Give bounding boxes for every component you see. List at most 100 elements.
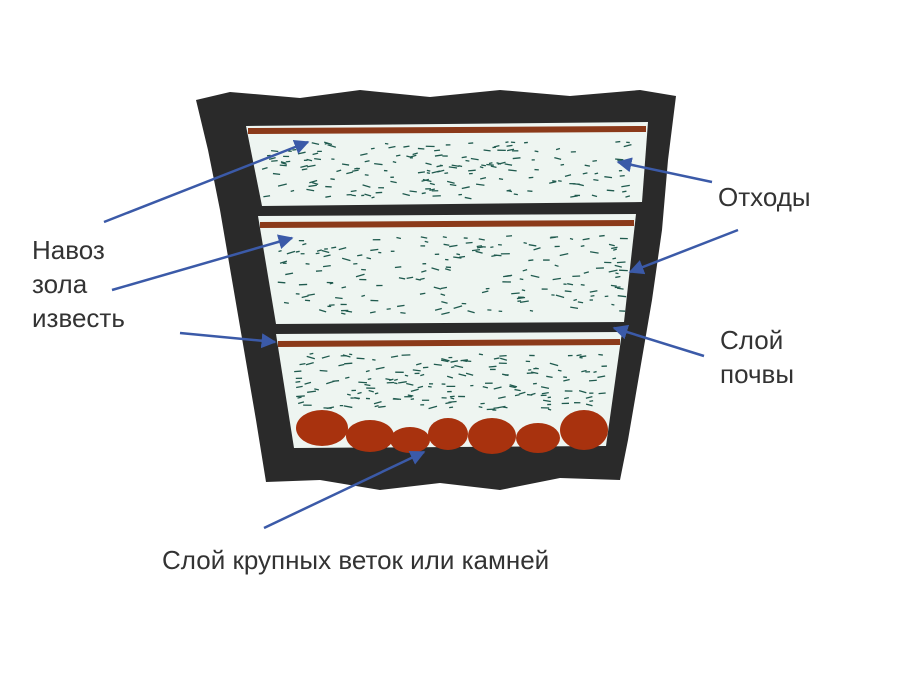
waste-speck <box>320 371 328 372</box>
waste-speck <box>524 243 527 244</box>
waste-speck <box>578 302 583 303</box>
waste-speck <box>418 148 424 149</box>
waste-speck <box>615 142 620 143</box>
waste-speck <box>302 169 307 170</box>
waste-speck <box>581 246 585 247</box>
waste-speck <box>490 247 493 248</box>
soil-text-line2: почвы <box>720 358 794 392</box>
waste-speck <box>351 191 357 192</box>
waste-speck <box>527 395 532 396</box>
waste-speck <box>427 173 430 174</box>
waste-speck <box>484 150 491 151</box>
waste-speck <box>598 355 602 356</box>
waste-speck <box>577 355 582 356</box>
waste-speck <box>286 161 290 162</box>
waste-speck <box>354 168 357 169</box>
waste-speck <box>418 172 425 173</box>
waste-speck <box>280 165 287 166</box>
waste-speck <box>291 190 294 191</box>
waste-speck <box>563 377 567 378</box>
waste-speck <box>570 238 573 239</box>
waste-speck <box>451 398 455 399</box>
waste-speck <box>330 283 334 284</box>
waste-speck <box>420 293 425 294</box>
stone <box>390 427 430 453</box>
waste-speck <box>565 291 572 292</box>
manure-text: Навоз <box>32 234 125 268</box>
waste-speck <box>615 159 623 160</box>
waste-speck <box>284 302 289 303</box>
waste-speck <box>595 173 598 174</box>
waste-speck <box>466 242 473 243</box>
waste-speck <box>344 363 352 364</box>
waste-speck <box>420 278 424 279</box>
stone <box>296 410 348 446</box>
waste-speck <box>581 285 585 286</box>
waste-speck <box>530 311 533 312</box>
lime-text: известь <box>32 302 125 336</box>
waste-speck <box>393 399 401 400</box>
waste-speck <box>507 190 511 191</box>
waste-speck <box>589 401 593 402</box>
brown-line-middle <box>260 223 634 225</box>
waste-speck <box>331 247 336 248</box>
waste-speck <box>330 179 334 180</box>
branches-stones-label: Слой крупных веток или камней <box>162 544 549 578</box>
stone <box>428 418 468 450</box>
waste-speck <box>505 142 508 143</box>
waste-speck <box>310 353 314 354</box>
waste-speck <box>580 356 587 357</box>
waste-speck <box>354 398 360 399</box>
waste-speck <box>611 304 614 305</box>
waste-speck <box>443 237 447 238</box>
waste-speck <box>375 406 379 407</box>
waste-speck <box>375 393 378 394</box>
waste-speck <box>494 255 502 256</box>
waste-speck <box>593 180 598 181</box>
layer-top-fill <box>246 122 648 206</box>
waste-speck <box>444 173 448 174</box>
brown-line-bottom <box>278 342 620 344</box>
waste-speck <box>463 361 467 362</box>
waste-speck <box>459 257 465 258</box>
waste-speck <box>615 277 620 278</box>
waste-speck <box>611 285 617 286</box>
waste-speck <box>271 151 278 152</box>
brown-line-top <box>248 129 646 131</box>
waste-speck <box>451 367 454 368</box>
waste-speck <box>358 382 367 383</box>
waste-speck <box>599 236 604 237</box>
waste-speck <box>314 159 321 160</box>
waste-speck <box>593 372 596 373</box>
waste-speck <box>489 163 492 164</box>
stone <box>468 418 516 454</box>
waste-speck <box>591 296 595 297</box>
waste-speck <box>468 170 476 171</box>
waste-speck <box>481 165 486 166</box>
waste-speck <box>295 382 300 383</box>
waste-speck <box>511 293 519 294</box>
waste-speck <box>278 282 286 283</box>
waste-speck <box>520 279 524 280</box>
waste-speck <box>522 290 525 291</box>
waste-speck <box>351 195 355 196</box>
waste-speck <box>394 383 397 384</box>
stone <box>346 420 394 452</box>
waste-speck <box>273 174 280 175</box>
waste-speck <box>462 157 467 158</box>
waste-speck <box>325 196 331 197</box>
waste-speck <box>585 165 590 166</box>
waste-speck <box>489 366 497 367</box>
waste-speck <box>316 253 320 254</box>
waste-speck <box>499 179 503 180</box>
waste-speck <box>332 381 339 382</box>
soil-text-line1: Слой <box>720 324 794 358</box>
waste-speck <box>427 170 430 171</box>
waste-speck <box>486 164 494 165</box>
waste-speck <box>357 358 365 359</box>
waste-speck <box>592 161 596 162</box>
waste-speck <box>378 406 385 407</box>
waste-speck <box>599 393 606 394</box>
waste-speck <box>405 375 408 376</box>
